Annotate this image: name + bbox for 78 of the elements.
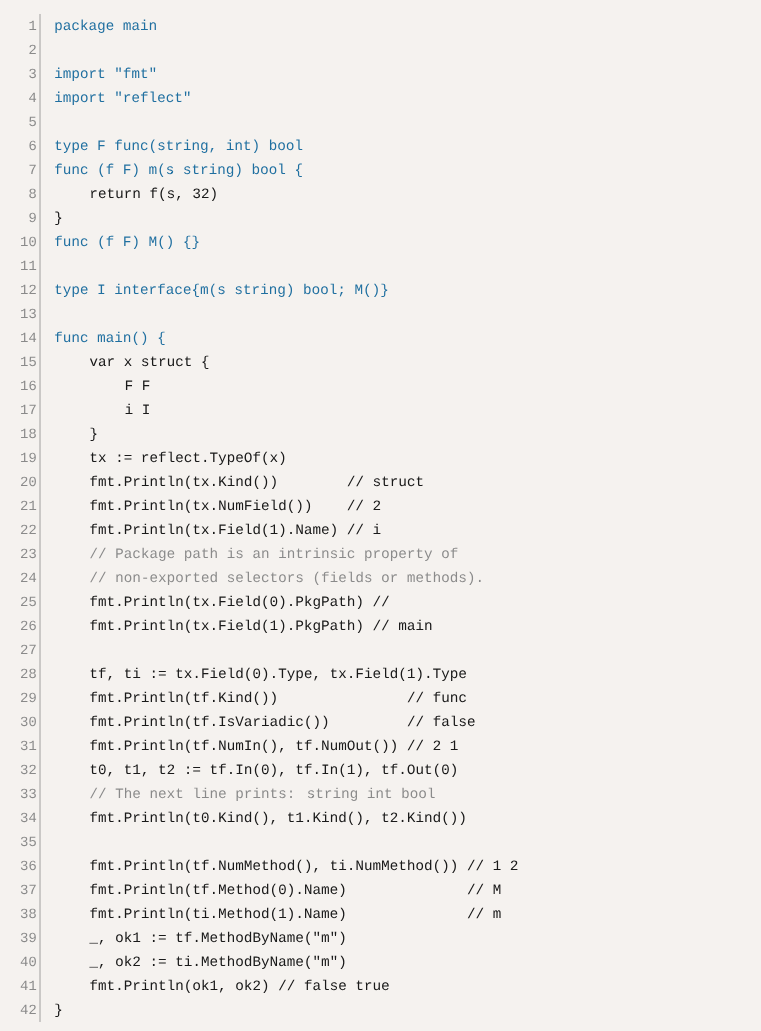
code-line: fmt.Println(tf.IsVariadic()) // false <box>90 715 475 729</box>
line-number: 41 <box>20 980 37 990</box>
code-line: package main <box>55 19 156 33</box>
line-number: 11 <box>21 260 37 270</box>
code-line: } <box>90 427 97 441</box>
code-line: // Package path is an intrinsic property of <box>90 547 458 561</box>
code-line: import "reflect" <box>55 91 190 105</box>
code-line: fmt.Println(tf.Method(0).Name) // M <box>90 883 501 897</box>
line-number: 20 <box>21 476 36 487</box>
code-line: func (f F) M() {} <box>55 235 199 249</box>
line-number: 12 <box>21 284 36 294</box>
line-number: 31 <box>20 740 37 751</box>
code-line: fmt.Println(tx.Field(1).Name) // i <box>90 523 381 537</box>
line-number: 16 <box>21 380 36 391</box>
line-number: 15 <box>21 356 36 367</box>
line-number: 33 <box>20 788 36 799</box>
line-number: 37 <box>20 884 36 895</box>
line-number: 28 <box>21 668 36 679</box>
line-number: 34 <box>20 812 37 823</box>
code-line: fmt.Println(ok1, ok2) // false true <box>90 979 389 993</box>
code-line: fmt.Println(tf.Kind()) // func <box>90 691 466 705</box>
code-line: _, ok1 := tf.MethodByName("m") <box>89 931 345 945</box>
line-number: 27 <box>21 644 36 654</box>
line-number: 7 <box>29 164 36 174</box>
code-line: // The next line prints: string int bool <box>90 787 435 801</box>
line-number: 39 <box>20 932 36 943</box>
code-line: func (f F) m(s string) bool { <box>55 163 302 177</box>
line-number: 6 <box>29 140 36 151</box>
code-line: t0, t1, t2 := tf.In(0), tf.In(1), tf.Out(0) <box>90 763 456 777</box>
code-line: tf, ti := tx.Field(0).Type, tx.Field(1).Type <box>90 667 466 681</box>
line-number: 1 <box>29 20 37 30</box>
line-number: 22 <box>21 524 36 534</box>
line-number: 30 <box>20 716 36 727</box>
code-line: fmt.Println(tx.Field(0).PkgPath) // <box>90 595 389 609</box>
line-number: 36 <box>20 860 36 871</box>
line-number: 35 <box>20 836 36 847</box>
line-number: 26 <box>21 620 36 631</box>
line-number: 3 <box>29 68 36 79</box>
code-line: // non-exported selectors (fields or methods). <box>90 571 481 585</box>
line-number: 18 <box>21 428 36 439</box>
code-line: import "fmt" <box>55 67 156 81</box>
line-number: 24 <box>21 572 37 582</box>
code-line: fmt.Println(t0.Kind(), t1.Kind(), t2.Kind()) <box>90 811 465 825</box>
code-line: F F <box>125 380 150 390</box>
line-number: 38 <box>20 908 36 919</box>
code-line: type F func(string, int) bool <box>55 139 303 153</box>
line-number: 19 <box>21 452 36 463</box>
code-line: fmt.Println(tx.Kind()) // struct <box>90 475 423 489</box>
line-number: 2 <box>29 44 36 54</box>
code-line: fmt.Println(tf.NumIn(), tf.NumOut()) // 2 1 <box>90 739 458 753</box>
line-number: 8 <box>29 188 36 199</box>
line-number: 10 <box>21 236 36 247</box>
code-line: fmt.Println(tx.Field(1).PkgPath) // main <box>90 619 432 633</box>
code-line: func main() { <box>55 331 165 345</box>
code-line: tx := reflect.TypeOf(x) <box>90 451 285 465</box>
line-number: 32 <box>20 764 36 775</box>
line-number: 4 <box>29 92 37 102</box>
code-line: fmt.Println(tf.NumMethod(), ti.NumMethod()) // 1 2 <box>90 859 518 873</box>
line-number: 29 <box>21 692 36 703</box>
code-line: } <box>55 1003 62 1017</box>
line-number: 42 <box>20 1004 36 1014</box>
line-number: 13 <box>21 308 36 319</box>
line-number: 5 <box>29 116 36 127</box>
line-number: 17 <box>21 404 36 414</box>
code-line: _, ok2 := ti.MethodByName("m") <box>89 955 345 969</box>
code-line: fmt.Println(ti.Method(1).Name) // m <box>90 907 501 921</box>
line-number: 14 <box>21 332 37 342</box>
line-number: 40 <box>20 956 36 967</box>
code-line: fmt.Println(tx.NumField()) // 2 <box>90 499 381 513</box>
code-line: var x struct { <box>89 355 209 369</box>
code-line: return f(s, 32) <box>91 187 216 201</box>
line-number: 25 <box>21 596 36 607</box>
code-line: type I interface{m(s string) bool; M()} <box>55 283 388 297</box>
code-line: } <box>55 211 62 225</box>
code-line: i I <box>125 403 149 414</box>
line-number: 21 <box>21 500 37 510</box>
line-number: 23 <box>21 548 36 559</box>
line-number: 9 <box>29 212 36 223</box>
